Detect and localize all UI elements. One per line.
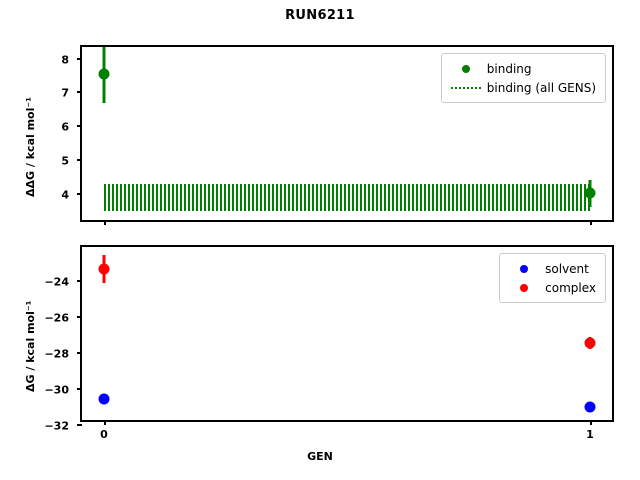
legend-item-solvent[interactable]: solvent <box>507 259 596 278</box>
top-ytick-label-8: 8 <box>61 53 69 67</box>
bottom-xtick-0 <box>104 420 106 425</box>
bottom-xtick-label-1: 1 <box>586 428 594 441</box>
bottom-ytick-minus28: −28 <box>44 348 82 361</box>
complex-point-gen1 <box>584 337 596 349</box>
bottom-ytick-minus26: −26 <box>44 312 82 325</box>
top-ytick-label-5: 5 <box>61 154 69 168</box>
bottom-ytick-label-minus26: −26 <box>44 311 69 325</box>
top-ytick-6: 6 <box>61 121 82 134</box>
binding-point-gen0 <box>98 68 110 80</box>
complex-point-gen0 <box>98 263 110 275</box>
bottom-plot-area <box>82 247 612 420</box>
top-panel-axes: 8 7 6 5 4 <box>61 45 614 225</box>
top-ytick-8: 8 <box>61 54 82 67</box>
bottom-ytick-label-minus32: −32 <box>44 419 69 433</box>
top-xtick-1 <box>590 220 592 225</box>
top-ytick-5: 5 <box>61 155 82 168</box>
top-ytick-label-7: 7 <box>61 86 69 100</box>
binding-all-gens-band <box>82 47 612 220</box>
binding-point-gen1 <box>584 187 596 199</box>
legend-label-binding: binding <box>486 61 532 76</box>
bottom-panel-axes: −24 −26 −28 −30 −32 0 1 <box>44 245 614 441</box>
bottom-xtick-1 <box>590 420 592 425</box>
x-axis-label: GEN <box>307 450 333 463</box>
top-plot-area <box>82 47 612 220</box>
legend-item-binding[interactable]: binding <box>449 59 596 78</box>
legend-label-solvent: solvent <box>545 261 589 276</box>
top-ytick-4: 4 <box>61 189 82 202</box>
bottom-ytick-label-minus28: −28 <box>44 347 69 361</box>
figure-title: RUN6211 <box>285 8 355 23</box>
bottom-panel-legend[interactable]: solvent complex <box>499 253 606 303</box>
legend-item-binding-all-gens[interactable]: binding (all GENS) <box>449 78 596 97</box>
top-ytick-label-4: 4 <box>61 188 69 202</box>
solvent-point-gen0 <box>98 393 110 405</box>
binding-marker-icon <box>449 64 483 73</box>
dotted-line-icon <box>449 86 483 89</box>
legend-label-complex: complex <box>545 280 596 295</box>
complex-marker-icon <box>507 283 541 292</box>
solvent-point-gen1 <box>584 401 596 413</box>
top-panel-y-axis-label: ΔΔG / kcal mol⁻¹ <box>24 96 37 197</box>
binding-all-gens-dotted-line <box>104 209 590 212</box>
legend-label-binding-all-gens: binding (all GENS) <box>486 80 596 95</box>
bottom-ytick-label-minus30: −30 <box>44 383 69 397</box>
legend-item-complex[interactable]: complex <box>507 278 596 297</box>
bottom-ytick-label-minus24: −24 <box>44 275 69 289</box>
bottom-ytick-minus24: −24 <box>44 276 82 289</box>
top-panel-legend[interactable]: binding binding (all GENS) <box>440 53 606 103</box>
top-xtick-0 <box>104 220 106 225</box>
bottom-ytick-minus30: −30 <box>44 384 82 397</box>
bottom-xtick-label-0: 0 <box>100 428 108 441</box>
solvent-marker-icon <box>507 264 541 273</box>
top-ytick-7: 7 <box>61 87 82 100</box>
bottom-panel-y-axis-label: ΔG / kcal mol⁻¹ <box>24 300 37 393</box>
bottom-ytick-minus32: −32 <box>44 420 82 433</box>
top-ytick-label-6: 6 <box>61 120 69 134</box>
